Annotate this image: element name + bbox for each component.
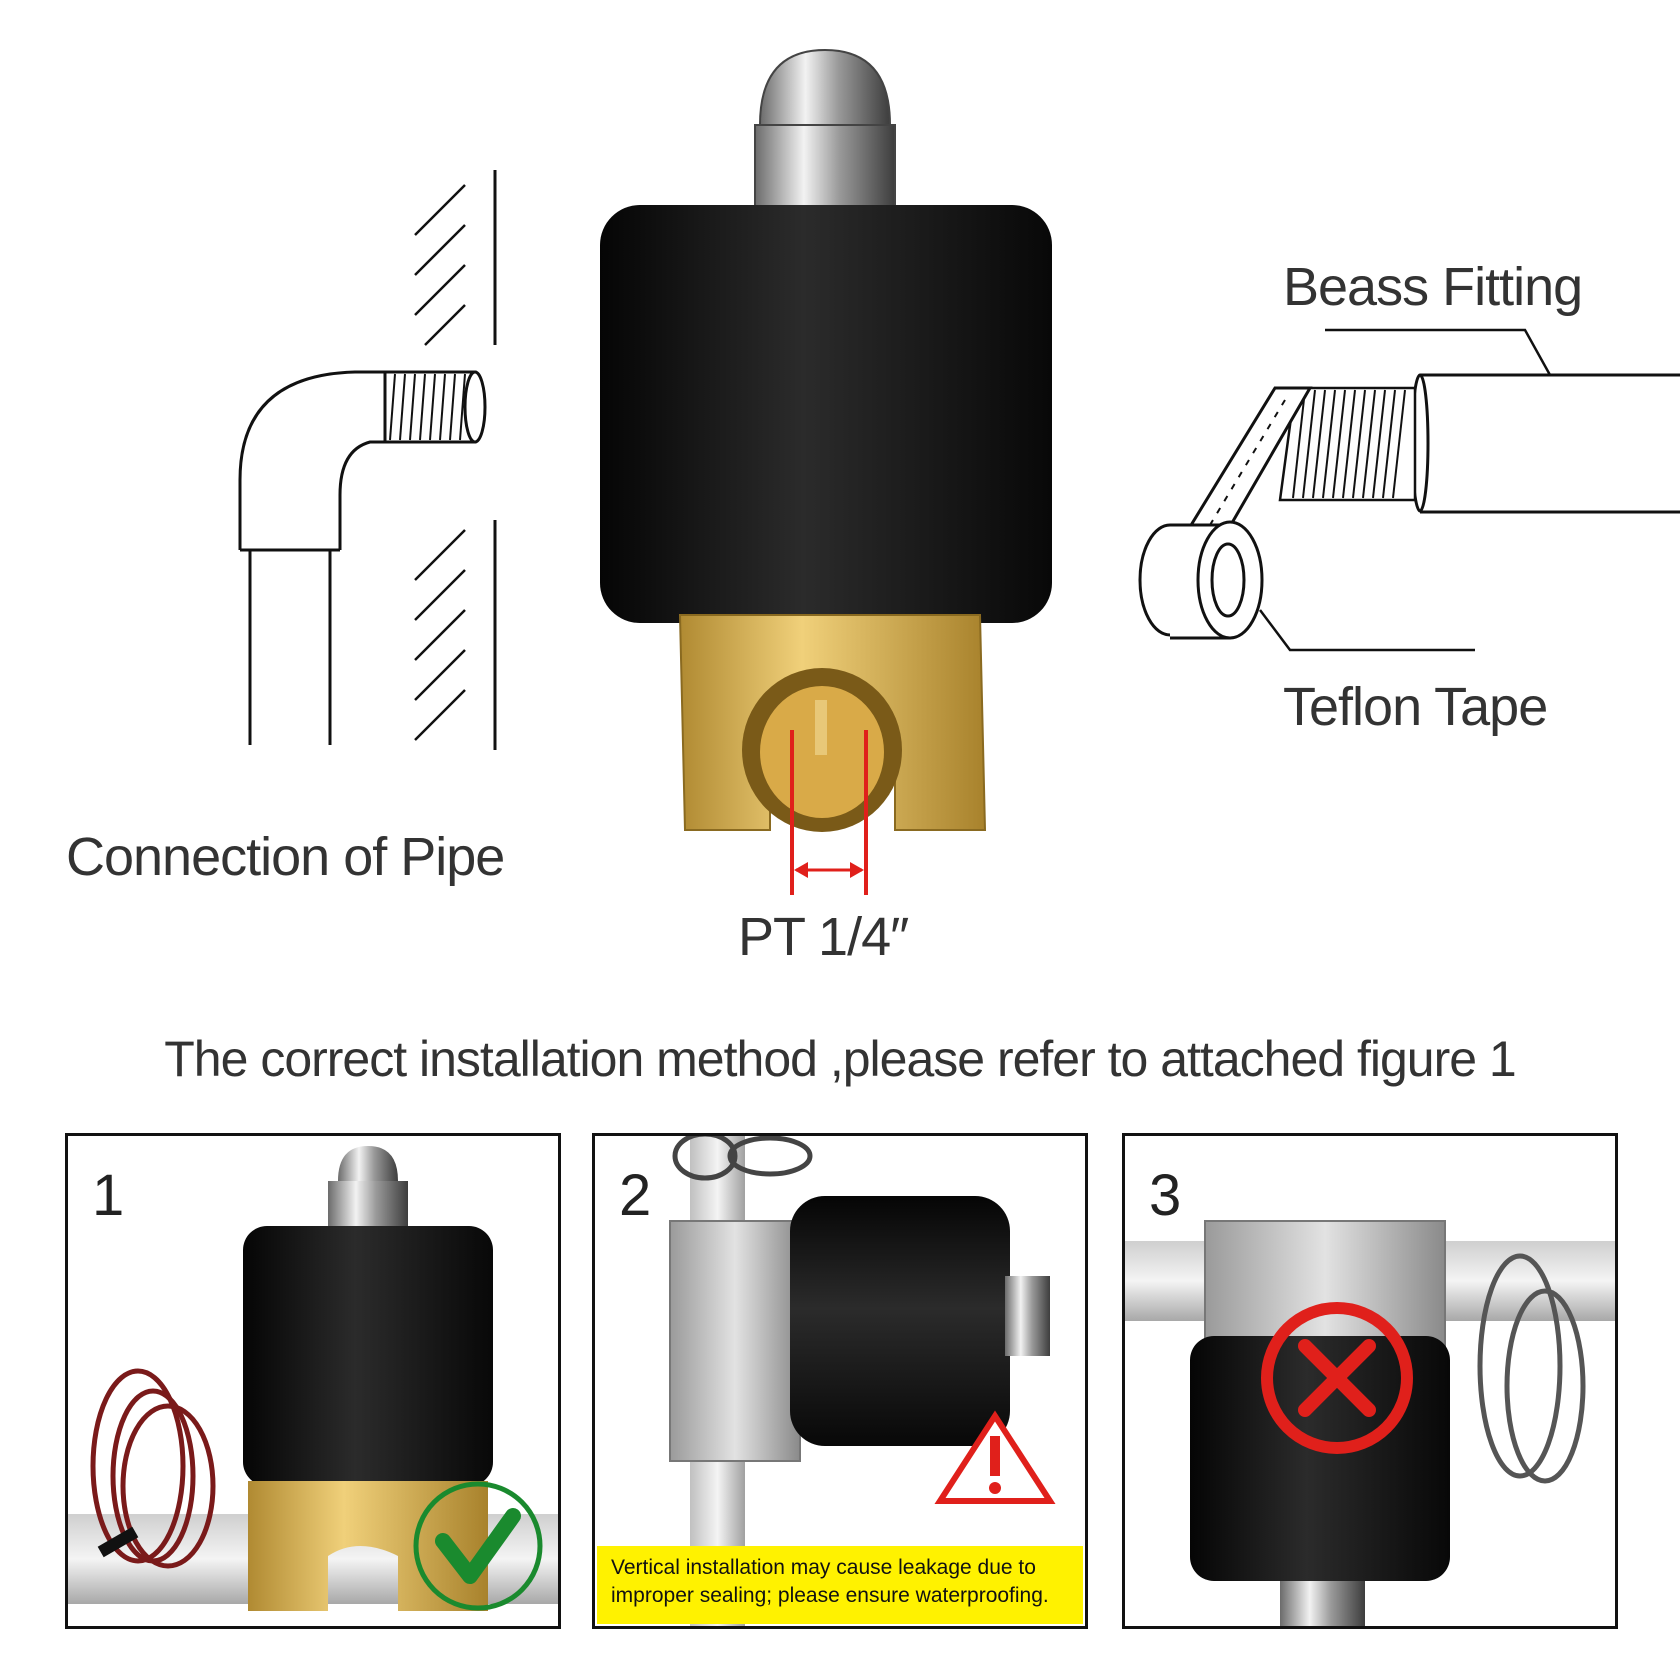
check-circle-icon <box>413 1481 543 1611</box>
teflon-tape-label: Teflon Tape <box>1283 677 1548 737</box>
fitting-teflon-diagram <box>1138 328 1680 652</box>
installation-heading: The correct installation method ,please … <box>164 1031 1516 1087</box>
installation-panel-incorrect: 3 <box>1122 1133 1618 1629</box>
check-mark-icon <box>435 1508 521 1584</box>
vertical-valve-photo <box>669 1136 1056 1626</box>
installation-panel-correct: 1 <box>65 1133 561 1629</box>
inverted-valve-photo <box>1125 1220 1615 1626</box>
panel-number: 3 <box>1149 1163 1182 1228</box>
warning-note: Vertical installation may cause leakage … <box>597 1546 1083 1624</box>
panel-number: 1 <box>92 1163 125 1228</box>
installation-panel-warning: 2 Vertical installation may cause leakag… <box>592 1133 1088 1629</box>
beass-fitting-label: Beass Fitting <box>1283 257 1583 317</box>
horizontal-valve-photo <box>68 1146 558 1611</box>
solenoid-valve-image <box>600 48 1052 832</box>
connection-of-pipe-label: Connection of Pipe <box>66 827 505 887</box>
cross-circle-icon <box>1261 1302 1413 1454</box>
pipe-elbow-diagram <box>238 170 497 750</box>
port-dimension-marker <box>790 730 868 895</box>
panel-number: 2 <box>619 1163 652 1228</box>
cross-mark-icon <box>1298 1339 1376 1417</box>
port-size-label: PT 1/4″ <box>738 907 909 967</box>
